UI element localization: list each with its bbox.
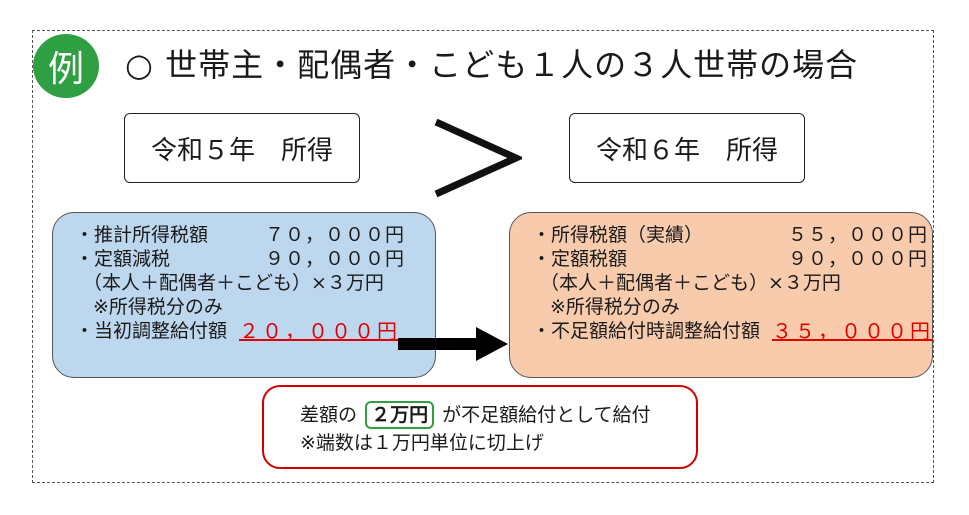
right-row-formula: （本人＋配偶者＋こども）×３万円 — [540, 272, 841, 294]
greater-than-icon — [434, 118, 522, 198]
diagram-title: ○ 世帯主・配偶者・こども１人の３人世帯の場合 — [125, 46, 859, 84]
right-row-actual-tax: ・所得税額（実績）５５，０００円 — [532, 224, 928, 246]
summary-line-1: 差額の ２万円 が不足額給付として給付 — [300, 401, 696, 429]
left-row-formula: （本人＋配偶者＋こども）×３万円 — [83, 272, 384, 294]
example-badge: 例 — [33, 34, 99, 98]
example-badge-text: 例 — [47, 49, 84, 90]
right-arrow-icon — [398, 327, 508, 361]
summary-box: 差額の ２万円 が不足額給付として給付 ※端数は１万円単位に切上げ — [262, 385, 698, 469]
year-box-right: 令和６年 所得 — [569, 113, 805, 183]
left-row-note: ※所得税分のみ — [93, 296, 223, 318]
summary-line-2: ※端数は１万円単位に切上げ — [300, 432, 544, 454]
difference-amount-badge: ２万円 — [365, 401, 435, 429]
year-box-left: 令和５年 所得 — [124, 113, 360, 183]
right-highlight-amount: ３５，０００円 — [772, 319, 934, 343]
left-highlight-amount: ２０，０００円 — [239, 319, 401, 343]
dashed-frame — [32, 30, 934, 483]
right-row-note: ※所得税分のみ — [550, 296, 680, 318]
